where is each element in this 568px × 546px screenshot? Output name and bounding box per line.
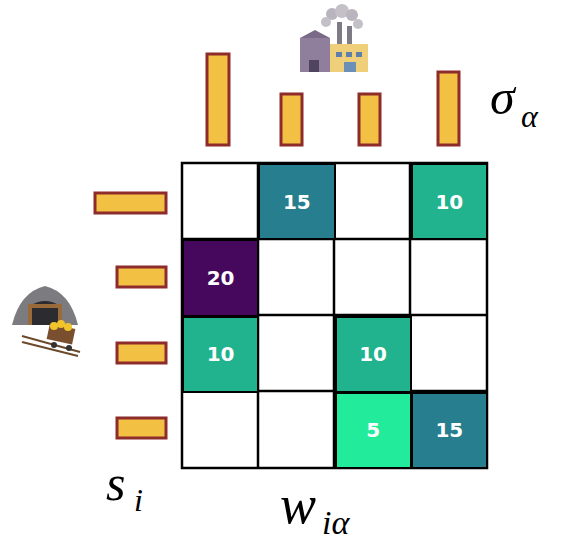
row-bars [95, 193, 166, 438]
matrix-cell: 20 [182, 239, 259, 316]
matrix-cell: 10 [411, 163, 488, 240]
math-symbol: α [521, 100, 538, 132]
weight-value: 5 [366, 420, 380, 440]
matrix-cell: 5 [335, 392, 412, 469]
matrix-cell: 15 [411, 392, 488, 469]
matrix-cell: 10 [182, 316, 259, 393]
weight-value: 10 [207, 344, 235, 364]
mine-icon [12, 286, 80, 356]
weight-value: 10 [435, 192, 463, 212]
matrix-cell: 10 [335, 316, 412, 393]
weight-value: 15 [435, 420, 463, 440]
math-symbol: σ [490, 72, 515, 122]
weight-value: 20 [207, 268, 235, 288]
matrix-grid [182, 163, 487, 468]
math-symbol: i [134, 484, 143, 516]
math-symbol: w [280, 478, 316, 532]
weight-value: 10 [359, 344, 387, 364]
math-symbol: iα [322, 506, 349, 540]
weight-value: 15 [283, 192, 311, 212]
math-symbol: s [106, 458, 125, 508]
matrix-cell: 15 [258, 163, 335, 240]
factory-icon [300, 4, 368, 72]
